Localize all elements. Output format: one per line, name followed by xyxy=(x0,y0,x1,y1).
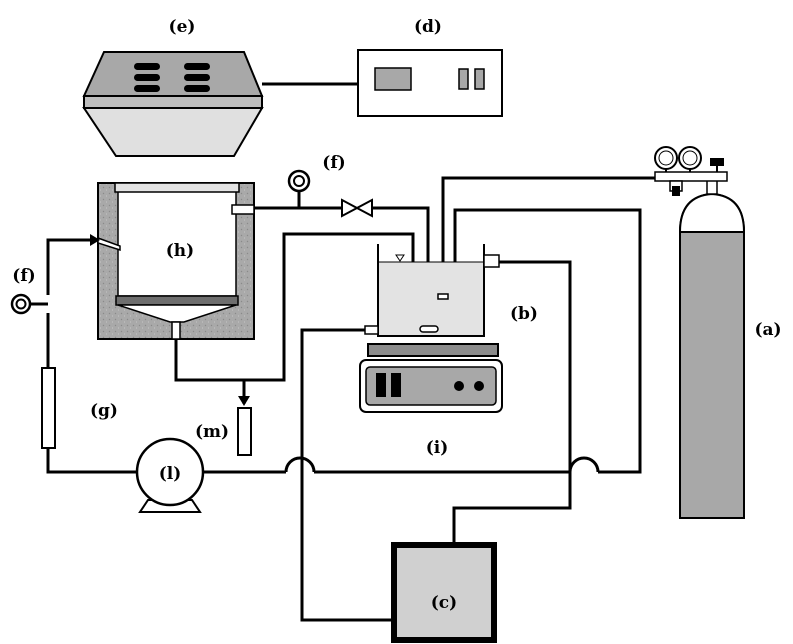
label-l: (l) xyxy=(159,464,182,484)
gas-cylinder-icon xyxy=(654,146,746,519)
label-f-left: (f) xyxy=(12,266,35,286)
power-supply-display xyxy=(374,67,412,91)
stirrer-plate xyxy=(367,343,499,357)
power-supply-switch xyxy=(458,68,469,90)
vessel-bottom-port xyxy=(364,325,379,335)
pipe xyxy=(441,176,660,296)
reactor-cone xyxy=(117,304,237,323)
pipe xyxy=(372,206,430,276)
reaction-vessel xyxy=(364,244,500,337)
sample-tube xyxy=(237,407,252,456)
lamp-vent-slot xyxy=(184,74,210,81)
stirrer-knob xyxy=(474,381,484,391)
pipe-crossover xyxy=(284,456,316,473)
regulator-bar xyxy=(654,171,728,182)
lamp-vent-slot xyxy=(134,74,160,81)
power-supply-switch xyxy=(474,68,485,90)
label-h: (h) xyxy=(166,241,194,261)
reactor-membrane xyxy=(115,295,239,306)
reactor-lid xyxy=(114,182,240,193)
reactor-outlet xyxy=(171,321,181,340)
pipe xyxy=(46,448,136,474)
lamp-rim xyxy=(83,95,263,109)
pressure-gauge-icon xyxy=(10,293,32,315)
label-c: (c) xyxy=(431,593,457,613)
uv-lamp xyxy=(82,51,264,157)
lamp-vent-slot xyxy=(184,63,210,70)
gauge-face xyxy=(682,150,698,166)
gauge-face xyxy=(658,150,674,166)
stirrer-display xyxy=(391,373,401,397)
label-g: (g) xyxy=(90,401,118,421)
reactor-gas-port xyxy=(231,204,255,215)
lamp-vent-slot xyxy=(184,85,210,92)
photoreactor xyxy=(97,182,255,340)
pipe xyxy=(300,328,394,622)
level-marker xyxy=(395,254,405,262)
pipe xyxy=(174,232,415,382)
stir-bar xyxy=(419,325,439,333)
vessel-wall xyxy=(377,244,485,337)
pipe-crossover xyxy=(568,456,600,473)
regulator-handle xyxy=(710,158,724,166)
lamp-reflector xyxy=(82,107,264,157)
power-supply xyxy=(357,49,503,117)
cylinder-shoulder xyxy=(678,192,746,233)
pipe xyxy=(453,208,642,474)
arrow-down xyxy=(238,396,250,406)
lamp-top-cover xyxy=(82,51,264,97)
label-d: (d) xyxy=(414,17,442,37)
label-e: (e) xyxy=(169,17,196,37)
gas-diffuser xyxy=(437,293,449,300)
label-f-top: (f) xyxy=(322,153,345,173)
pressure-gauge-icon xyxy=(287,169,311,193)
regulator-knob xyxy=(672,186,680,196)
arrow-right xyxy=(90,234,100,246)
cylinder-neck xyxy=(706,179,718,195)
lamp-vent-slot xyxy=(134,85,160,92)
controller-box-icon xyxy=(391,542,497,643)
pump-icon xyxy=(135,437,205,513)
stirrer-knob xyxy=(454,381,464,391)
cylinder-body xyxy=(679,192,745,519)
vessel-liquid xyxy=(379,262,483,335)
piping xyxy=(46,176,660,622)
label-m: (m) xyxy=(195,422,229,442)
label-a: (a) xyxy=(754,320,781,340)
lamp-vent-slot xyxy=(134,63,160,70)
pipe xyxy=(452,260,572,545)
stirrer-display xyxy=(376,373,386,397)
flowmeter xyxy=(41,367,56,449)
pipe xyxy=(46,238,92,295)
vessel-side-port xyxy=(483,254,500,268)
label-i: (i) xyxy=(426,438,449,458)
reactor-inlet-port xyxy=(97,236,121,252)
valve-icon[interactable] xyxy=(341,198,373,218)
magnetic-stirrer-icon xyxy=(359,343,503,413)
label-b: (b) xyxy=(510,304,538,324)
